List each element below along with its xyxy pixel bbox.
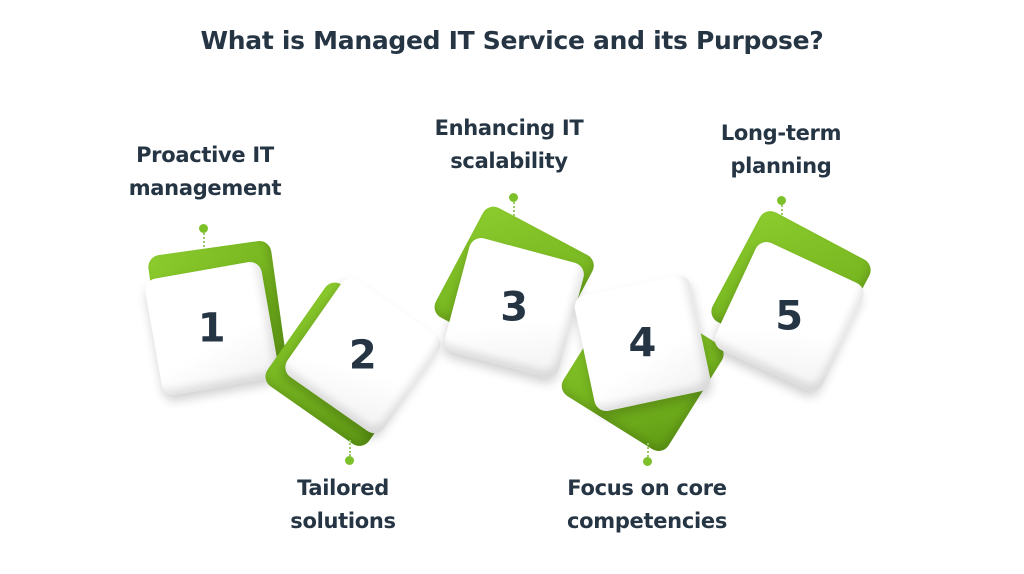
step-5-connector-line — [781, 205, 783, 219]
step-1-connector-dot — [199, 224, 208, 233]
step-1-label-line2: management — [128, 176, 282, 200]
step-1-number: 1 — [197, 305, 226, 352]
step-1-card: 1 — [143, 260, 281, 397]
step-4-number: 4 — [628, 320, 657, 367]
step-4-connector-line — [647, 443, 649, 457]
step-5-label: Long-term planning — [671, 117, 891, 183]
step-5-connector-dot — [777, 196, 786, 205]
step-3-connector-dot — [509, 193, 518, 202]
step-2-number: 2 — [348, 332, 377, 379]
step-2-label-line2: solutions — [290, 509, 396, 533]
step-2-label-line1: Tailored — [297, 476, 389, 500]
step-2-card: 2 — [280, 273, 446, 438]
step-4-label-line1: Focus on core — [567, 476, 727, 500]
step-4-label-line2: competencies — [566, 509, 728, 533]
step-3-connector-line — [513, 202, 515, 216]
step-3-number: 3 — [500, 284, 529, 331]
step-2-label: Tailored solutions — [233, 472, 453, 538]
step-3-label-line2: scalability — [450, 149, 568, 173]
step-5-label-line2: planning — [730, 154, 832, 178]
step-3-label-line1: Enhancing IT — [434, 116, 584, 140]
page-title: What is Managed IT Service and its Purpo… — [200, 26, 824, 55]
step-2-connector-dot — [345, 456, 354, 465]
step-5-number: 5 — [775, 293, 804, 340]
step-4-card: 4 — [572, 273, 713, 414]
step-4-connector-dot — [643, 457, 652, 466]
step-4-label: Focus on core competencies — [537, 472, 757, 538]
step-1-label: Proactive IT management — [95, 139, 315, 205]
step-2-connector-line — [349, 440, 351, 456]
step-5-label-line1: Long-term — [720, 121, 842, 145]
step-1-label-line1: Proactive IT — [136, 143, 274, 167]
step-1-connector-line — [203, 233, 205, 251]
step-3-label: Enhancing IT scalability — [399, 112, 619, 178]
